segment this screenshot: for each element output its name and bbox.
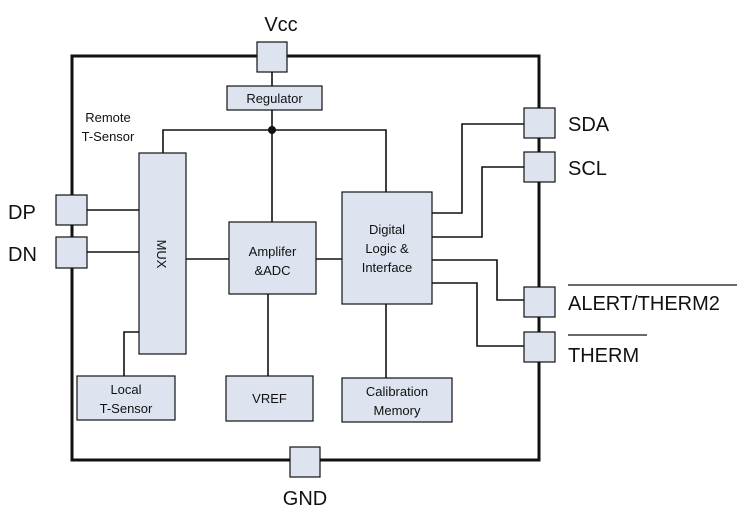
pins	[55, 41, 556, 478]
calibration-memory-block	[341, 377, 453, 423]
scl-pin	[523, 151, 556, 183]
calibration-memory-label-line1: Calibration	[366, 384, 428, 399]
vcc-label: Vcc	[264, 14, 297, 36]
mux-label: MUX	[154, 240, 169, 269]
gnd-pin	[289, 446, 321, 478]
vcc-pin	[256, 41, 288, 73]
remote-t-sensor-label-line2: T-Sensor	[82, 129, 135, 144]
vref-block	[225, 375, 314, 422]
junction-dot	[268, 126, 276, 134]
wires	[87, 72, 524, 378]
dn-label: DN	[8, 244, 37, 266]
digital-logic-block	[341, 191, 433, 305]
vref-label: VREF	[252, 391, 287, 406]
gnd-label: GND	[283, 488, 327, 510]
local-t-sensor-label-line2: T-Sensor	[100, 401, 153, 416]
alert-therm2-label: ALERT/THERM2	[568, 293, 720, 315]
dp-label: DP	[8, 202, 36, 224]
local-t-sensor-block	[76, 375, 176, 421]
alert-therm2-pin	[523, 286, 556, 318]
scl-label: SCL	[568, 158, 607, 180]
therm-pin	[523, 331, 556, 363]
regulator-label: Regulator	[246, 91, 303, 106]
sda-pin	[523, 107, 556, 139]
regulator-block	[226, 85, 323, 111]
digital-logic-label-line3: Interface	[362, 260, 413, 275]
sda-label: SDA	[568, 114, 610, 136]
digital-logic-label-line2: Logic &	[365, 241, 409, 256]
amplifier-label-line2: &ADC	[254, 263, 290, 278]
amplifier-adc-block	[228, 221, 317, 295]
remote-t-sensor-label-line1: Remote	[85, 110, 131, 125]
calibration-memory-label-line2: Memory	[374, 403, 421, 418]
therm-label: THERM	[568, 345, 639, 367]
digital-logic-label-line1: Digital	[369, 222, 405, 237]
dp-pin	[55, 194, 88, 226]
amplifier-label-line1: Amplifer	[249, 244, 297, 259]
local-t-sensor-label-line1: Local	[110, 382, 141, 397]
mux-block	[138, 152, 187, 355]
dn-pin	[55, 236, 88, 269]
